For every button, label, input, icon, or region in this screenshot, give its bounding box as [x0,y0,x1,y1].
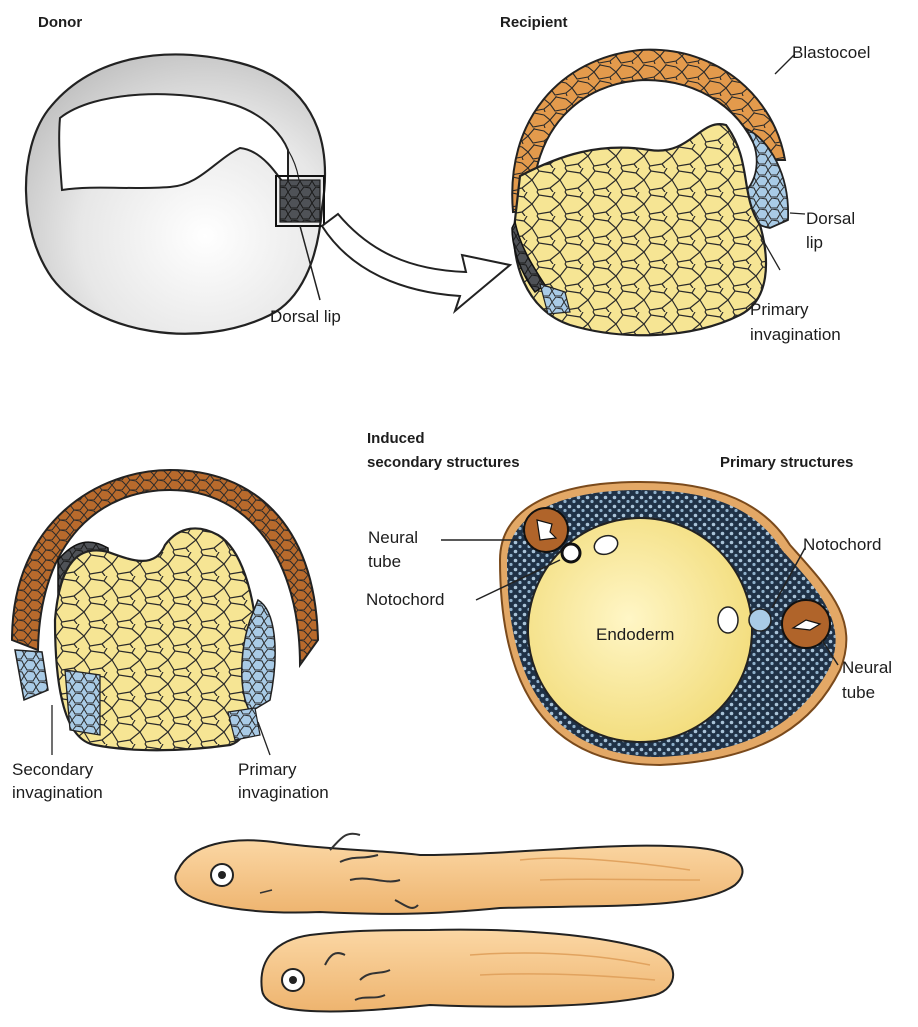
neural-tube-right-label-1: Neural [842,658,892,677]
recipient-panel: Recipient Blastocoel Dorsal lip Primary … [500,14,870,344]
recipient-title: Recipient [500,14,568,31]
induced-heading-line-2: secondary structures [367,454,520,471]
gastrula-embryo [12,470,318,755]
induced-notochord [562,544,580,562]
primary-notochord [749,609,771,631]
recipient-primary-invagination-label-1: Primary [750,300,809,319]
neural-tube-right-label-2: tube [842,683,875,702]
donor-dorsal-lip-label: Dorsal lip [270,307,341,326]
neural-tube-left-label-2: tube [368,552,401,571]
neural-tube-left-label-1: Neural [368,528,418,547]
induced-heading-line-1: Induced [367,430,425,447]
induced-neural-tube [524,508,568,552]
cross-section-panel: Induced secondary structures Primary str… [366,430,892,765]
gastrula-primary-invagination-label-1: Primary [238,760,297,779]
donor-embryo [26,55,325,334]
secondary-invagination-label-1: Secondary [12,760,94,779]
donor-title: Donor [38,14,82,31]
notochord-right-label: Notochord [803,535,881,554]
tadpole-lower [261,930,673,1012]
recipient-dorsal-lip-label-2: lip [806,233,823,252]
recipient-primary-invagination-label-2: invagination [750,325,841,344]
tadpole-upper [175,834,742,914]
endoderm-label: Endoderm [596,625,674,644]
secondary-invagination-label-2: invagination [12,783,103,802]
gastrula-primary-invagination-label-2: invagination [238,783,329,802]
blastocoel-label: Blastocoel [792,43,870,62]
recipient-embryo [512,50,805,336]
conjoined-tadpoles [175,834,742,1012]
donor-panel: Donor Dorsal lip [26,14,510,334]
transfer-arrow [322,214,510,311]
recipient-dorsal-lip-label-1: Dorsal [806,209,855,228]
primary-structures-heading: Primary structures [720,454,853,471]
cross-section-drawing [441,482,846,765]
notochord-left-label: Notochord [366,590,444,609]
gastrula-panel: Secondary invagination Primary invaginat… [12,470,329,802]
